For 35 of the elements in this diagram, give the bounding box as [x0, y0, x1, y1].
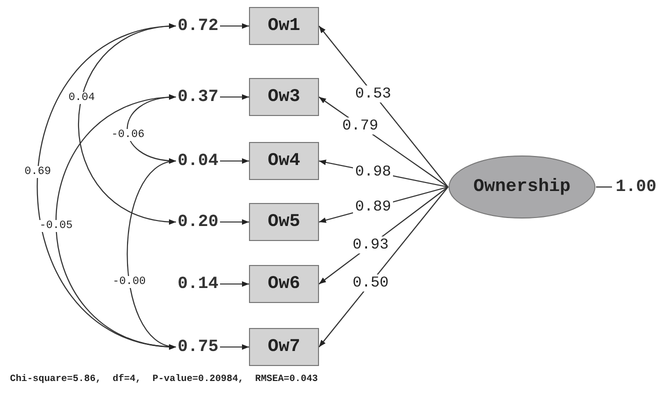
observed-variable-box: Ow7	[249, 328, 319, 366]
edge-label: -0.05	[38, 220, 75, 232]
arrow	[318, 26, 448, 188]
arrow	[220, 94, 249, 100]
edge-label: 0.53	[353, 85, 394, 102]
arrow	[318, 186, 448, 348]
arrow	[220, 23, 249, 29]
edge-label: 0.93	[350, 236, 391, 254]
edge-label: 0.89	[353, 198, 394, 216]
observed-variable-box: Ow6	[249, 265, 319, 303]
observed-variable-box: Ow5	[249, 203, 319, 241]
edge-label: 0.69	[22, 166, 53, 178]
variance-value: 0.04	[176, 151, 220, 171]
variance-value: 1.00	[612, 177, 660, 197]
observed-variable-box: Ow4	[249, 142, 319, 180]
arrow	[220, 158, 249, 164]
double-headed-arrow	[56, 95, 176, 349]
double-headed-arrow	[126, 160, 176, 348]
variance-value: 0.72	[176, 16, 220, 36]
variance-value: 0.37	[176, 87, 220, 107]
line	[596, 186, 612, 188]
variance-value: 0.75	[176, 337, 220, 357]
edge-label: 0.79	[340, 117, 380, 134]
edge-label: 0.50	[350, 274, 391, 292]
arrow	[220, 281, 249, 287]
variance-value: 0.14	[176, 274, 220, 294]
observed-variable-box: Ow1	[249, 7, 319, 45]
latent-variable-ellipse: Ownership	[448, 155, 596, 219]
observed-variable-box: Ow3	[249, 78, 319, 116]
edge-label: 0.04	[66, 92, 97, 104]
variance-value: 0.20	[176, 212, 220, 232]
double-headed-arrow	[36, 24, 176, 349]
double-headed-arrow	[78, 24, 176, 224]
arrow	[220, 344, 249, 350]
arrow	[220, 219, 249, 225]
